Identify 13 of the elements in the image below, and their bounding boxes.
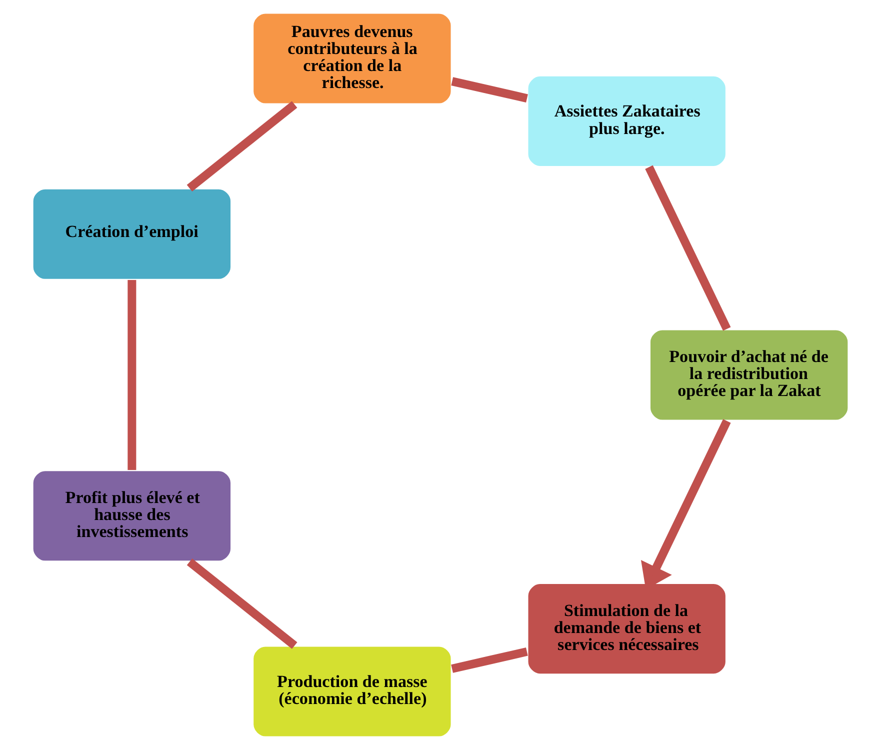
node-box: Création d’emploi [31,187,233,282]
node-box: Pouvoir d’achat né de la redistribution opérée par la Zakat [648,328,850,422]
node-box: Stimulation de la demande de biens et services nécessaires [526,582,728,676]
connector [128,280,136,470]
node-box: Pauvres devenus contributeurs à la création de la richesse. [251,12,453,106]
node-box: Production de masse (économie d’echelle) [251,644,453,738]
node-box: Profit plus élevé et hausse des investissements [31,468,233,563]
node-box: Assiettes Zakataires plus large. [526,74,728,168]
connector [186,101,298,192]
connector [186,558,298,649]
connector [645,165,731,331]
connector [451,647,528,673]
connector [451,77,528,103]
